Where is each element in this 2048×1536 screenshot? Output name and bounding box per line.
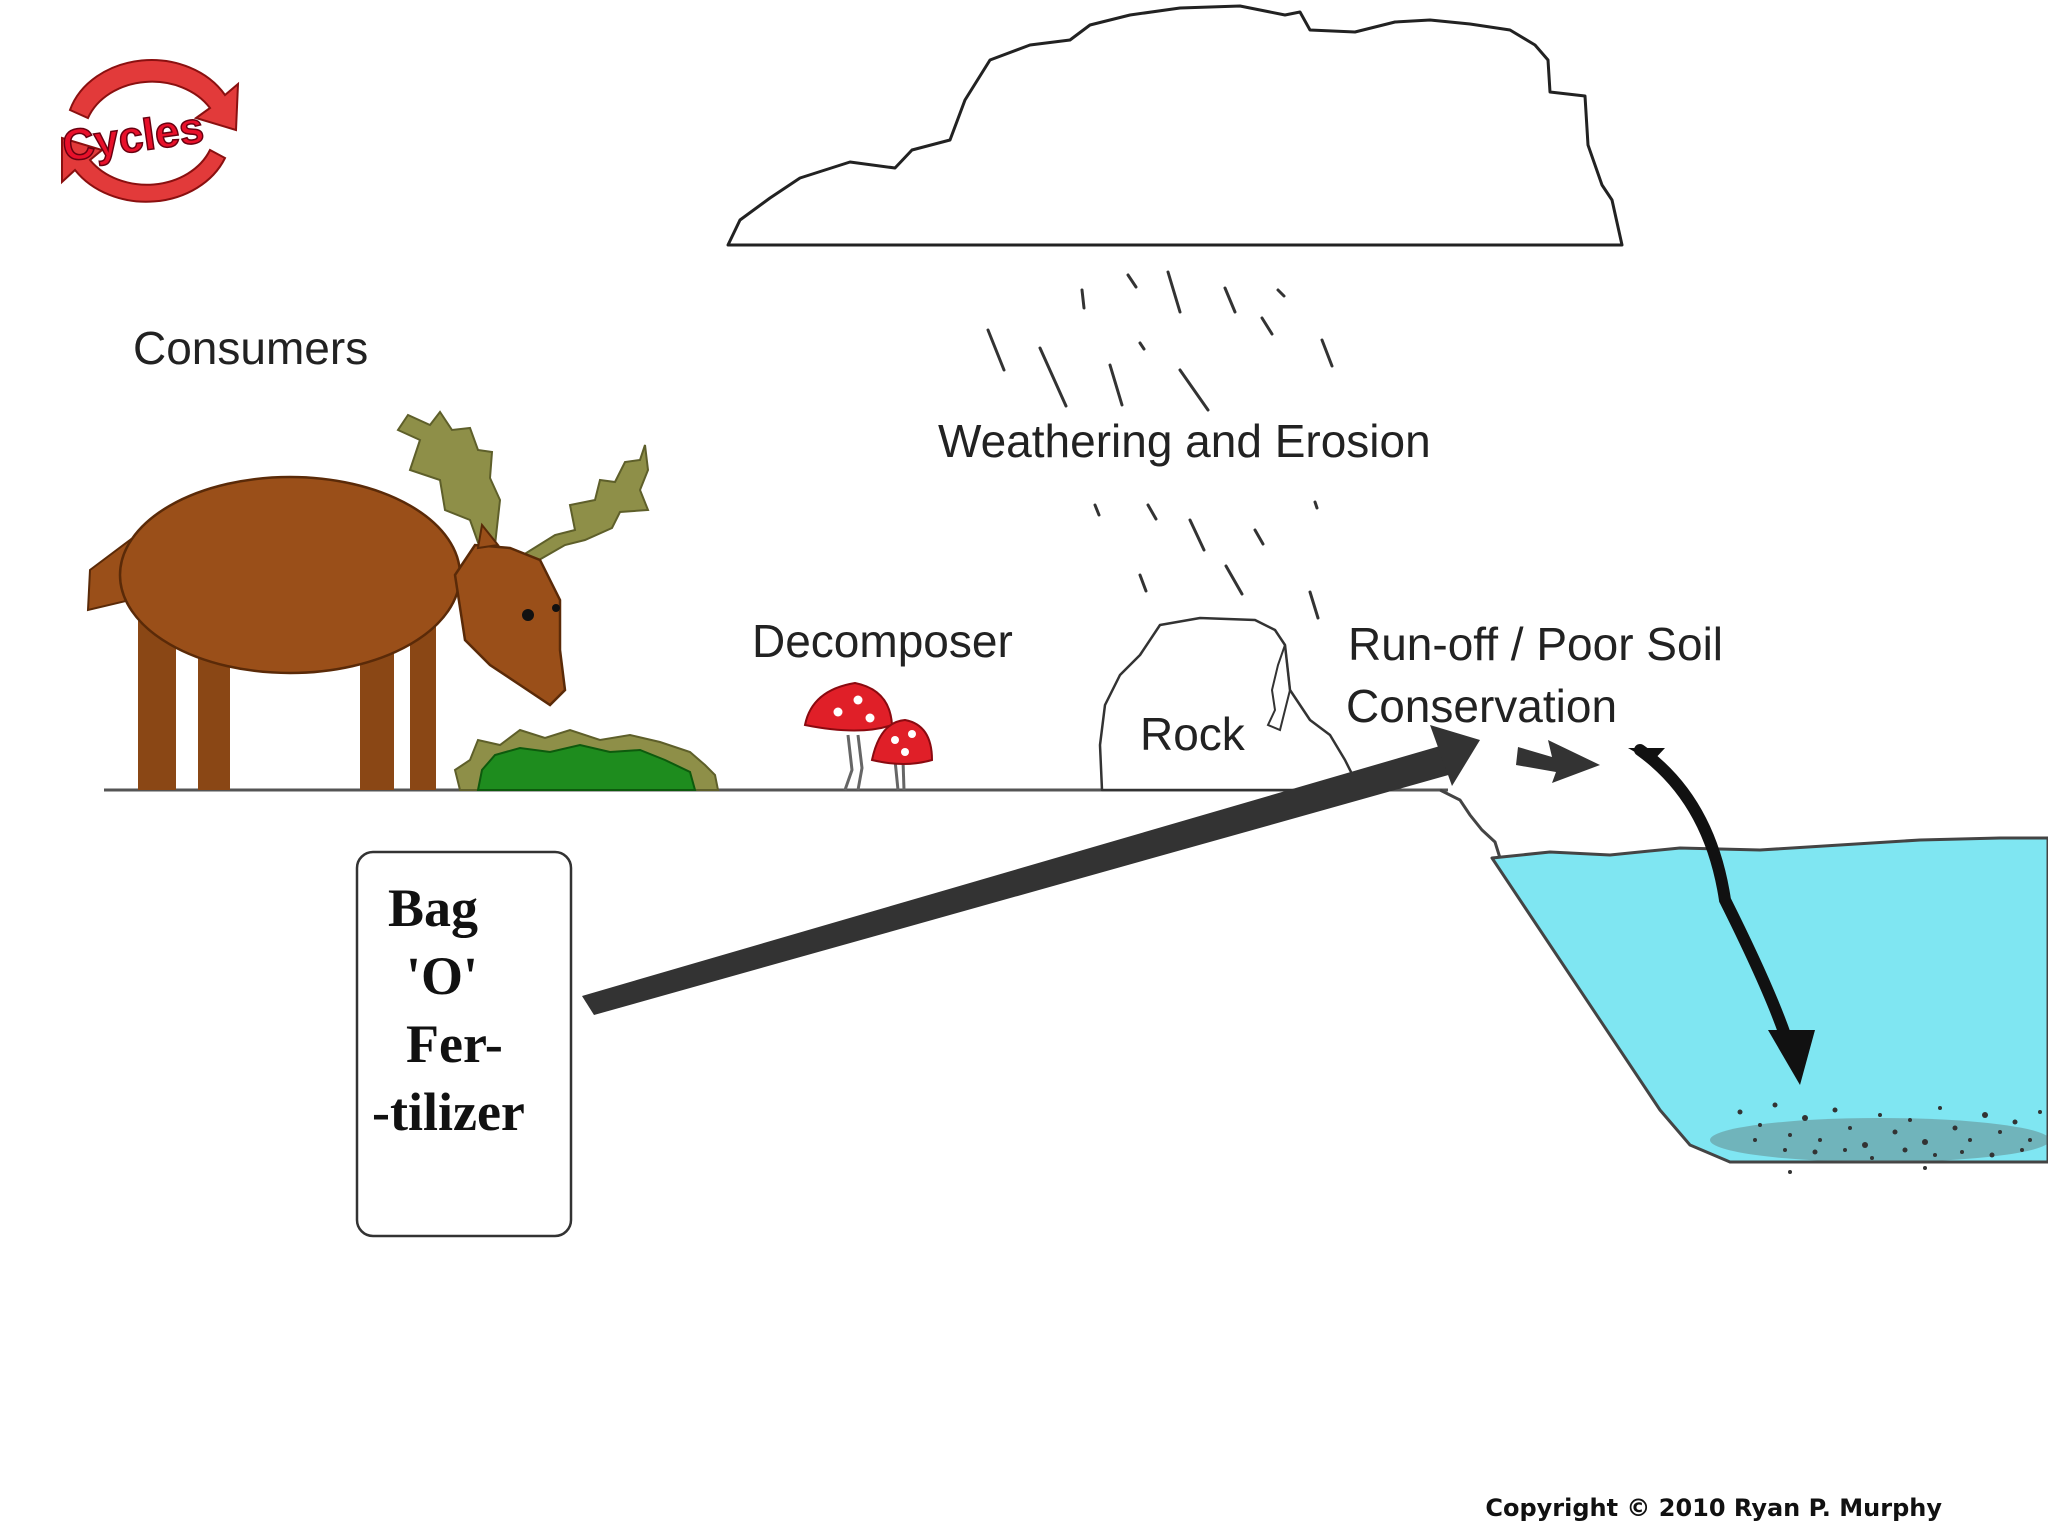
copyright-text: Copyright © 2010 Ryan P. Murphy: [1485, 1494, 1942, 1522]
bush-icon: [453, 728, 720, 791]
fertilizer-arrow-head: [1430, 725, 1480, 786]
moose-antler-right: [513, 444, 650, 570]
runoff-label-line2: Conservation: [1346, 680, 1617, 732]
moose-eye: [522, 609, 534, 621]
cycles-logo: Cycles: [59, 59, 240, 203]
rock-crack: [1266, 644, 1292, 732]
bag-line-3: Fer-: [406, 1014, 503, 1074]
decomposer-label: Decomposer: [752, 615, 1013, 667]
rock-icon: [1098, 616, 1362, 792]
curved-arrow-tip: [1768, 1030, 1815, 1085]
moose-ear: [476, 522, 500, 550]
bag-line-1: Bag: [388, 878, 478, 938]
fertilizer-bag: [355, 850, 573, 1238]
weathering-label: Weathering and Erosion: [938, 415, 1431, 467]
consumers-label: Consumers: [133, 322, 368, 374]
logo-arrow-top-icon: [68, 59, 240, 132]
dash-arrow: [1516, 740, 1600, 783]
curved-arrow: [1634, 744, 1796, 1056]
mushroom-icon: [803, 681, 934, 791]
moose-head: [453, 543, 567, 707]
moose-antler-left: [396, 410, 502, 550]
moose-eye-2: [552, 604, 560, 612]
runoff-arrows: [582, 725, 1600, 1015]
bag-line-2: 'O': [406, 946, 478, 1006]
curved-arrow-head: [1628, 748, 1665, 762]
rock-label: Rock: [1140, 708, 1246, 760]
rain-streaks: [986, 270, 1334, 620]
moose-body: [118, 475, 462, 675]
runoff-label-line1: Run-off / Poor Soil: [1348, 618, 1723, 670]
fertilizer-arrow: [582, 746, 1452, 1015]
cloud-icon: [726, 4, 1624, 247]
logo-arrow-bottom-icon: [61, 136, 227, 203]
bag-line-4: -tilizer: [372, 1082, 525, 1142]
sediment: [1710, 1102, 2048, 1174]
moose: [86, 410, 650, 790]
bank-slope: [1439, 788, 1502, 859]
